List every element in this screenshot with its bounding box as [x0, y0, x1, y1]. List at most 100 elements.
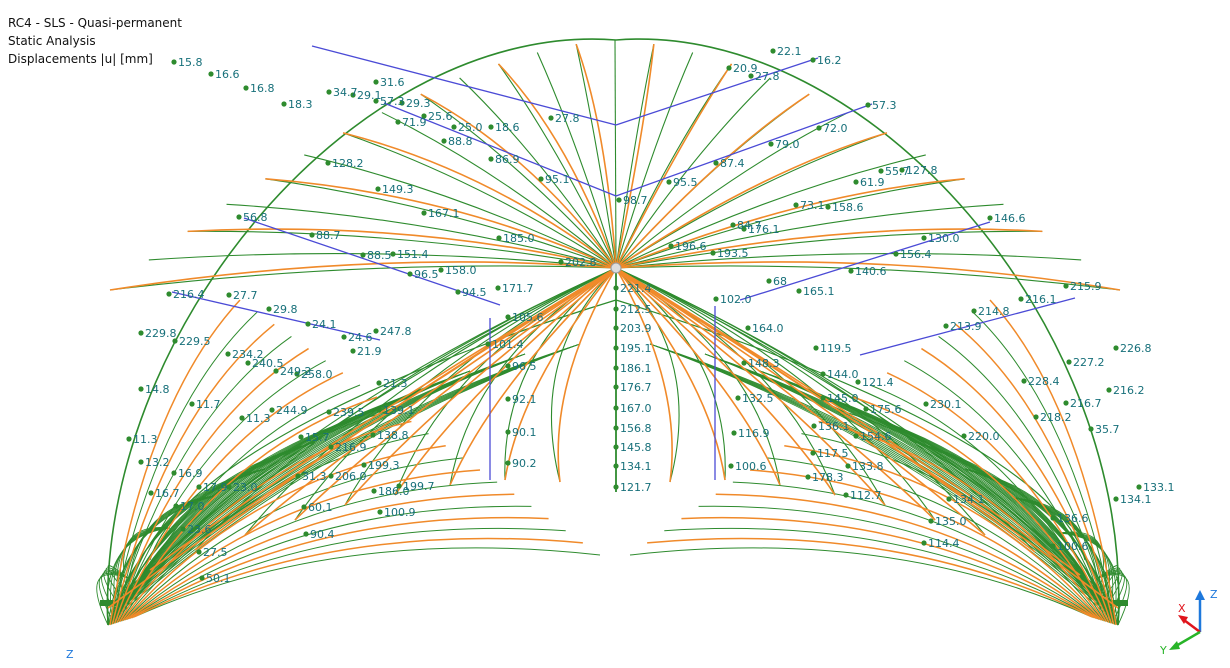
node-point: [613, 463, 619, 469]
displacement-value-label: 164.0: [752, 322, 784, 335]
displacement-value-label: 195.1: [620, 342, 652, 355]
node-point: [328, 473, 334, 479]
displacement-value-label: 228.4: [1028, 375, 1060, 388]
node-point: [878, 168, 884, 174]
displacement-value-label: 176.1: [748, 223, 780, 236]
displacement-value-label: 84.7: [737, 219, 762, 232]
node-point: [376, 407, 382, 413]
displacement-value-label: 112.7: [850, 489, 882, 502]
node-point: [451, 124, 457, 130]
support-fan-rib-right: [938, 336, 1113, 624]
x-axis-arrow: [1183, 619, 1201, 633]
displacement-value-label: 234.2: [232, 348, 264, 361]
orange-rib-right: [615, 267, 936, 521]
displacement-value-label: 31.3: [302, 470, 327, 483]
node-point: [713, 160, 719, 166]
green-rib-base-left: [127, 392, 416, 596]
orange-rib-right: [615, 267, 726, 481]
displacement-value-label: 239.5: [333, 406, 365, 419]
node-point: [710, 250, 716, 256]
displacement-value-label: 218.2: [1040, 411, 1072, 424]
node-point: [505, 363, 511, 369]
displacement-value-label: 25.6: [428, 110, 453, 123]
displacement-value-label: 15.7: [305, 431, 330, 444]
green-rib-base-right: [814, 392, 1107, 608]
coordinate-axes-widget[interactable]: Z X Y: [1160, 586, 1230, 656]
green-rib: [615, 178, 965, 269]
support-fan-rib-left: [134, 547, 601, 618]
displacement-value-label: 96.5: [414, 268, 439, 281]
support-fan-rib-right: [921, 347, 1112, 624]
node-point: [243, 85, 249, 91]
node-point: [816, 125, 822, 131]
support-fan-rib-right: [749, 469, 1100, 620]
node-point: [455, 289, 461, 295]
green-rib-base-right: [814, 392, 1103, 602]
displacement-value-label: 132.5: [742, 392, 774, 405]
y-axis-arrowhead: [1169, 641, 1180, 650]
displacement-value-label: 176.7: [620, 381, 652, 394]
orange-rib-left: [244, 267, 617, 536]
node-point: [943, 323, 949, 329]
node-point: [893, 251, 899, 257]
displacement-value-label: 158.0: [445, 264, 477, 277]
node-point: [813, 345, 819, 351]
displacement-value-label: 130.0: [928, 232, 960, 245]
node-point: [298, 434, 304, 440]
green-rib: [615, 253, 1082, 269]
displacement-value-label: 16.9: [178, 467, 203, 480]
displacement-value-label: 158.6: [832, 201, 864, 214]
node-point: [613, 425, 619, 431]
node-point: [805, 474, 811, 480]
node-point: [361, 462, 367, 468]
displacement-value-label: 27.7: [233, 289, 258, 302]
displacement-value-label: 167.1: [428, 207, 460, 220]
orange-rib: [615, 44, 655, 269]
node-point: [225, 351, 231, 357]
displacement-value-label: 60.1: [308, 501, 333, 514]
node-point: [613, 325, 619, 331]
node-point: [375, 186, 381, 192]
support-fan-rib-left: [117, 384, 361, 623]
green-rib: [615, 44, 655, 269]
support-fan-rib-left: [125, 457, 463, 621]
node-point: [613, 306, 619, 312]
displacement-value-label: 21.3: [383, 377, 408, 390]
node-point: [1063, 400, 1069, 406]
support-fan-rib-right: [732, 481, 1099, 620]
green-rib-base-left: [123, 527, 171, 596]
node-point: [713, 296, 719, 302]
green-rib: [381, 112, 617, 269]
displacement-value-label: 216.2: [1113, 384, 1145, 397]
orange-rib-right: [615, 267, 781, 486]
node-point: [613, 484, 619, 490]
bracing-line-top-left: [311, 45, 617, 126]
node-point: [848, 268, 854, 274]
node-point: [266, 306, 272, 312]
displacement-value-label: 117.5: [817, 447, 849, 460]
support-fan-rib-right: [852, 396, 1108, 623]
node-point: [1050, 543, 1056, 549]
node-point: [273, 368, 279, 374]
node-point: [269, 407, 275, 413]
displacement-value-label: 206.0: [335, 470, 367, 483]
x-axis-arrowhead: [1178, 615, 1188, 624]
node-point: [741, 360, 747, 366]
green-rib-base-right: [649, 343, 1111, 614]
node-point: [730, 222, 736, 228]
support-fan-rib-right: [664, 527, 1094, 618]
support-fan-rib-right: [767, 457, 1101, 621]
displacement-value-label: 193.5: [717, 247, 749, 260]
node-point: [538, 176, 544, 182]
displacement-value-label: 27.8: [555, 112, 580, 125]
node-point: [1066, 359, 1072, 365]
z-axis-arrowhead: [1195, 590, 1205, 600]
displacement-value-label: 116.9: [738, 427, 770, 440]
support-fan-rib-left: [127, 481, 498, 620]
displacement-value-label: 203.9: [620, 322, 652, 335]
node-point: [505, 314, 511, 320]
displacement-value-label: 15.8: [178, 56, 203, 69]
displacement-value-label: 29.1: [357, 89, 382, 102]
